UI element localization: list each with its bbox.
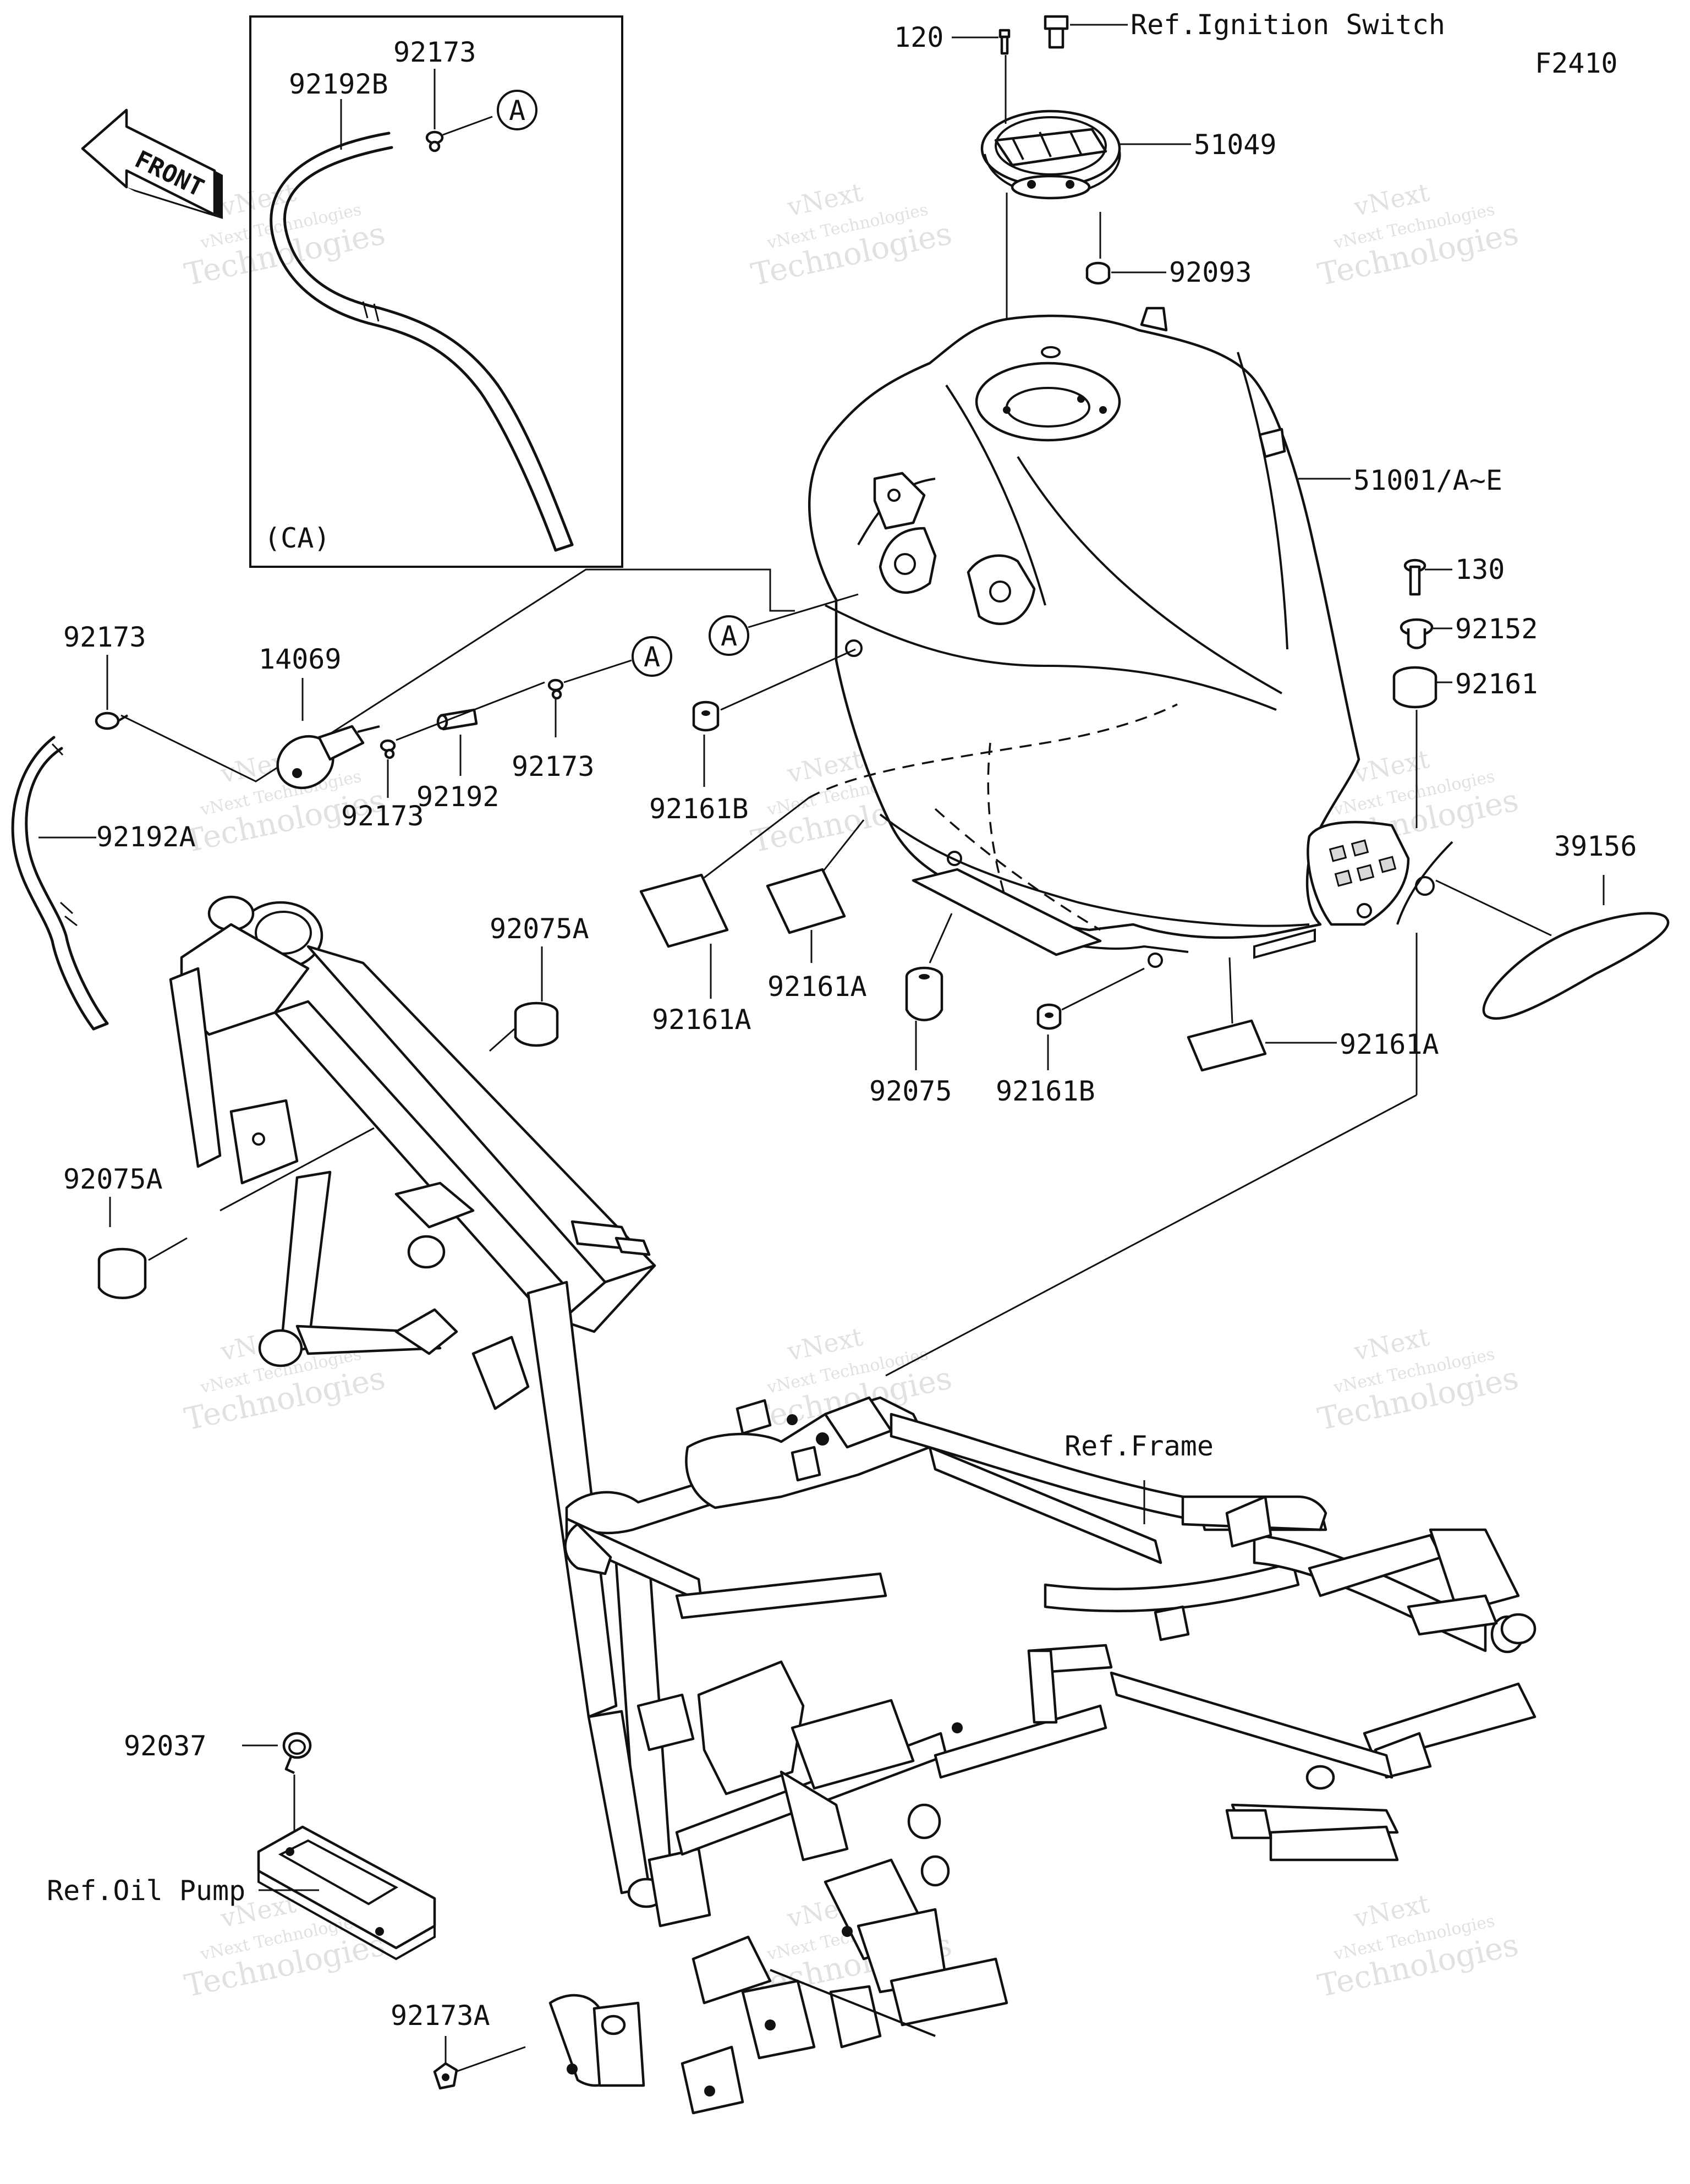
callout-92173a: 92173A: [391, 2000, 490, 2032]
damper-92075-icon: [905, 966, 943, 1021]
clamp-92173a-icon: [433, 2062, 458, 2090]
callout-92075a-left: 92075A: [63, 1163, 163, 1195]
callout-92173-mid: 92173: [512, 751, 595, 782]
svg-text:A: A: [644, 641, 660, 673]
callout-92192: 92192: [416, 781, 500, 813]
breather-hose-group: 92173 92192A 14069 92173 92192: [11, 568, 795, 1031]
callout-92161a-mid: 92161A: [767, 971, 867, 1003]
frame-dampers-group: 92075A 92075A: [63, 913, 589, 1299]
callout-39156: 39156: [1554, 830, 1637, 862]
bolt-120-icon: [998, 29, 1011, 55]
heat-guard-39156-icon: 39156: [1435, 830, 1670, 1020]
callout-92173-inset: 92173: [393, 36, 476, 68]
valve-14069-icon: [276, 725, 380, 790]
clamp-92173-mid-icon: [547, 678, 564, 700]
callout-14069: 14069: [259, 643, 342, 675]
nut-92093-icon: [1085, 261, 1111, 284]
callout-ref-oil-pump: Ref.Oil Pump: [47, 1875, 245, 1907]
pad-92161a-left-icon: [639, 873, 729, 948]
callout-92161a-left: 92161A: [652, 1004, 751, 1036]
callout-92093: 92093: [1169, 256, 1252, 288]
circle-a-mid-icon: A: [632, 636, 672, 677]
clamp-92173-low-icon: [380, 739, 396, 759]
callout-120: 120: [894, 21, 943, 53]
callout-92161a-right: 92161A: [1340, 1028, 1439, 1060]
callout-92075: 92075: [869, 1075, 952, 1107]
hose-92192-icon: [436, 708, 478, 731]
clamp-92173-left-icon: [95, 711, 129, 730]
tank-pad-outline: [912, 868, 1102, 956]
callout-92161: 92161: [1455, 668, 1538, 700]
callout-ref-ignition: Ref.Ignition Switch: [1131, 9, 1445, 41]
fuel-tank-51001-icon: [808, 306, 1453, 968]
circle-a-inset-icon: A: [497, 90, 537, 130]
callout-92192b: 92192B: [289, 68, 388, 100]
damper-92161b-left-icon: [692, 700, 720, 732]
damper-92161-icon: [1392, 666, 1437, 709]
callout-ref-frame: Ref.Frame: [1065, 1430, 1214, 1462]
clamp-92037-icon: [282, 1732, 312, 1775]
tank-dampers-group: 92161B 92161A 92161A 92075 92161B 92161A: [639, 648, 1439, 1377]
callout-51001: 51001/A~E: [1353, 464, 1502, 496]
tank-cap-group: 120 Ref.Ignition Switch 51049 92093: [894, 9, 1445, 396]
oil-pump-group: 92037 Ref.Oil Pump 92173A: [47, 1730, 526, 2090]
breather-hose-92192a-icon: [11, 736, 109, 1031]
front-direction-arrow-icon: FRONT: [81, 108, 223, 219]
collar-92152-icon: [1400, 618, 1434, 649]
svg-text:A: A: [509, 95, 525, 127]
circle-a-tank-icon: A: [709, 593, 859, 656]
callout-92075a-top: 92075A: [490, 913, 589, 945]
callout-92161b-right: 92161B: [996, 1075, 1095, 1107]
pad-92161a-mid-icon: [766, 868, 846, 934]
callout-51049: 51049: [1194, 129, 1277, 161]
damper-92161b-right-icon: [1036, 1003, 1062, 1030]
fuel-cap-51049-icon: [980, 110, 1121, 200]
screw-ignition-icon: [1044, 15, 1069, 49]
damper-92075a-top-icon: [514, 1001, 559, 1047]
clamp-92173-inset-icon: [425, 130, 444, 152]
oil-pump-cover-icon: [257, 1825, 436, 1961]
tank-rear-mount-group: 130 92152 92161: [1392, 554, 1538, 828]
inset-label: (CA): [264, 522, 330, 554]
callout-92037: 92037: [124, 1730, 207, 1762]
svg-text:A: A: [721, 620, 737, 652]
bolt-130-icon: [1403, 559, 1426, 596]
damper-92075a-left-icon: [97, 1247, 147, 1299]
callout-92192a: 92192A: [96, 821, 196, 853]
figure-code: F2410: [1535, 47, 1618, 79]
breather-hose-92192b-icon: [270, 132, 574, 552]
callout-92173-low: 92173: [341, 800, 424, 832]
callout-130: 130: [1455, 554, 1505, 585]
ca-inset: (CA) 92192B 92173 A: [249, 15, 623, 568]
callout-92152: 92152: [1455, 613, 1538, 645]
callout-92173-left: 92173: [63, 621, 146, 653]
inset-frame: [249, 15, 623, 568]
pad-92161a-right-icon: [1187, 1019, 1267, 1072]
callout-92161b-left: 92161B: [649, 793, 749, 825]
motorcycle-frame-icon: [169, 895, 1537, 2115]
